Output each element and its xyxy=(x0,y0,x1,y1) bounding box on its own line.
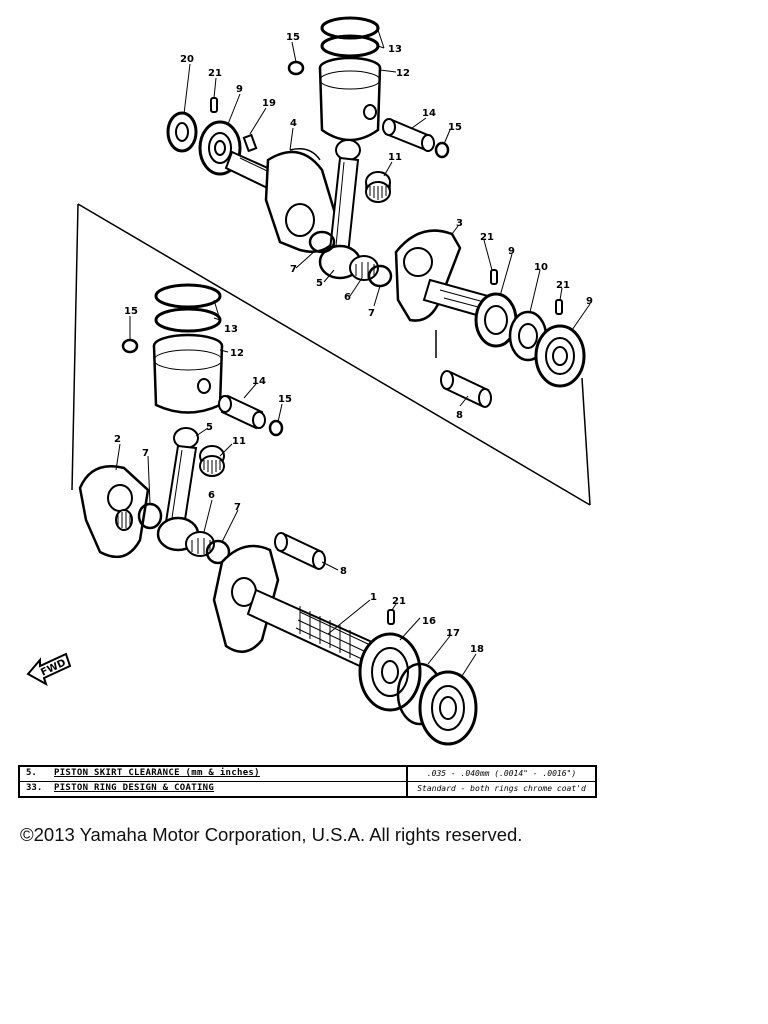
crank-half-4 xyxy=(224,148,342,253)
callout-8-b: 8 xyxy=(340,566,347,577)
callout-7-a: 7 xyxy=(290,264,297,275)
callout-7-d: 7 xyxy=(234,502,241,513)
callout-3: 3 xyxy=(456,218,463,229)
callout-17: 17 xyxy=(446,628,460,639)
callout-11-b: 11 xyxy=(232,436,246,447)
pin-21-right-a xyxy=(490,269,498,285)
section-divider-lines xyxy=(71,203,591,506)
callout-6-b: 6 xyxy=(208,490,215,501)
circlip-15-d xyxy=(268,419,284,437)
callout-9-c: 9 xyxy=(586,296,593,307)
callout-6-a: 6 xyxy=(344,292,351,303)
piston-pin-14-lower xyxy=(218,394,266,430)
callout-21-d: 21 xyxy=(392,596,406,607)
callout-21-a: 21 xyxy=(208,68,222,79)
callout-9-a: 9 xyxy=(236,84,243,95)
piston-12-upper xyxy=(318,56,382,142)
crank-half-2 xyxy=(78,465,150,559)
leader-lines xyxy=(115,29,591,677)
circlip-15-c xyxy=(121,338,139,354)
pin-21-right-b xyxy=(555,299,563,315)
callout-13-a: 13 xyxy=(388,44,402,55)
callout-14-b: 14 xyxy=(252,376,266,387)
crank-pin-8-lower xyxy=(274,532,326,570)
crank-bearing-6-upper xyxy=(349,255,379,281)
needle-bearing-11-upper xyxy=(365,171,391,203)
callout-14-a: 14 xyxy=(422,108,436,119)
spec-table: 5. PISTON SKIRT CLEARANCE (mm & inches) … xyxy=(18,765,597,798)
copyright-notice: ©2013 Yamaha Motor Corporation, U.S.A. A… xyxy=(20,824,523,845)
callout-numbers: 20 21 9 19 4 15 13 12 14 15 11 3 7 5 6 7… xyxy=(114,32,593,655)
oil-seal-18 xyxy=(418,670,478,746)
callout-7-c: 7 xyxy=(142,448,149,459)
callout-19: 19 xyxy=(262,98,276,109)
spec-row-name: PISTON RING DESIGN & COATING xyxy=(54,782,408,796)
callout-12-b: 12 xyxy=(230,348,244,359)
callout-15-b: 15 xyxy=(448,122,462,133)
lower-assembly xyxy=(78,283,478,746)
spec-row: 5. PISTON SKIRT CLEARANCE (mm & inches) … xyxy=(20,767,595,781)
spec-row-name: PISTON SKIRT CLEARANCE (mm & inches) xyxy=(54,767,408,781)
callout-1: 1 xyxy=(370,592,377,603)
callout-11-a: 11 xyxy=(388,152,402,163)
spec-row: 33. PISTON RING DESIGN & COATING Standar… xyxy=(20,781,595,796)
crank-half-3 xyxy=(394,229,490,322)
spec-row-value: .035 - .040mm (.0014" - .0016") xyxy=(426,769,577,778)
callout-10: 10 xyxy=(534,262,548,273)
callout-15-a: 15 xyxy=(286,32,300,43)
oil-seal-20 xyxy=(166,111,198,153)
key-19 xyxy=(242,133,258,153)
callout-20: 20 xyxy=(180,54,194,65)
callout-18: 18 xyxy=(470,644,484,655)
crank-half-1 xyxy=(212,544,374,670)
spec-row-number: 33. xyxy=(26,783,43,793)
piston-rings-13-lower xyxy=(154,283,222,333)
circlip-15-b xyxy=(434,141,450,159)
connecting-rod-5-lower xyxy=(156,427,200,552)
crank-pin-8-upper xyxy=(440,370,492,408)
fwd-arrow-icon: FWD xyxy=(26,652,72,687)
upper-assembly xyxy=(166,16,586,408)
callout-7-b: 7 xyxy=(368,308,375,319)
exploded-parts-diagram: FWD xyxy=(26,16,593,746)
bearing-9-right-b xyxy=(534,324,586,388)
spec-row-number: 5. xyxy=(26,768,37,778)
callout-15-c: 15 xyxy=(124,306,138,317)
callout-2: 2 xyxy=(114,434,121,445)
pin-21-lower xyxy=(387,609,395,625)
callout-4: 4 xyxy=(290,118,297,129)
callout-15-d: 15 xyxy=(278,394,292,405)
callout-12-a: 12 xyxy=(396,68,410,79)
washer-7-d xyxy=(205,539,231,565)
circlip-15-a xyxy=(287,60,305,76)
needle-bearing-11-lower xyxy=(199,445,225,477)
callout-5-b: 5 xyxy=(206,422,213,433)
callout-13-b: 13 xyxy=(224,324,238,335)
callout-16: 16 xyxy=(422,616,436,627)
callout-21-c: 21 xyxy=(556,280,570,291)
callout-9-b: 9 xyxy=(508,246,515,257)
spec-row-value: Standard - both rings chrome coat'd xyxy=(417,784,586,793)
callout-21-b: 21 xyxy=(480,232,494,243)
pin-21-upper xyxy=(210,97,218,113)
bearing-16 xyxy=(358,632,422,712)
piston-rings-13-upper xyxy=(320,16,380,58)
washer-7-a xyxy=(308,230,336,254)
callout-5-a: 5 xyxy=(316,278,323,289)
piston-12-lower xyxy=(152,333,224,414)
piston-pin-14-upper xyxy=(382,118,435,152)
callout-8-a: 8 xyxy=(456,410,463,421)
